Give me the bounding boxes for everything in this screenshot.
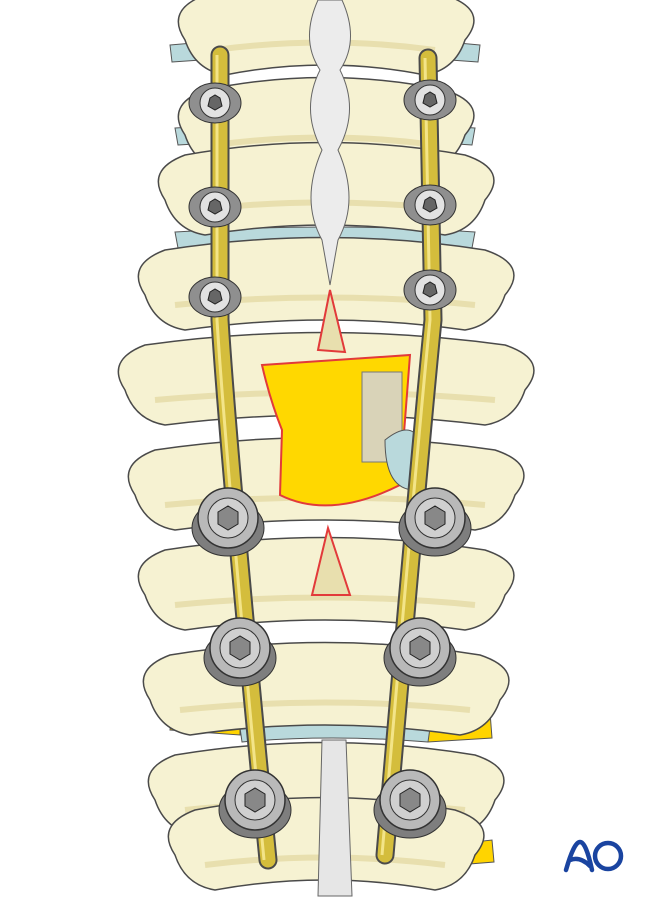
lateral-mass-screw-right-4 <box>398 487 472 557</box>
pedicle-screw-left-2 <box>188 186 242 228</box>
lateral-mass-screw-right-6 <box>373 769 447 839</box>
pedicle-screw-left-3 <box>188 276 242 318</box>
ao-logo <box>563 839 624 873</box>
pedicle-screw-left-1 <box>188 82 242 124</box>
pedicle-screw-right-2 <box>403 184 457 226</box>
lateral-mass-screw-left-5 <box>203 617 277 687</box>
pedicle-screw-right-1 <box>403 79 457 121</box>
lateral-mass-screw-left-6 <box>218 769 292 839</box>
screws <box>188 79 472 839</box>
lateral-mass-screw-left-4 <box>191 487 265 557</box>
interbody-cage <box>260 289 421 596</box>
spinal-ligament <box>309 0 353 897</box>
lateral-mass-screw-right-5 <box>383 617 457 687</box>
pedicle-screw-right-3 <box>403 269 457 311</box>
